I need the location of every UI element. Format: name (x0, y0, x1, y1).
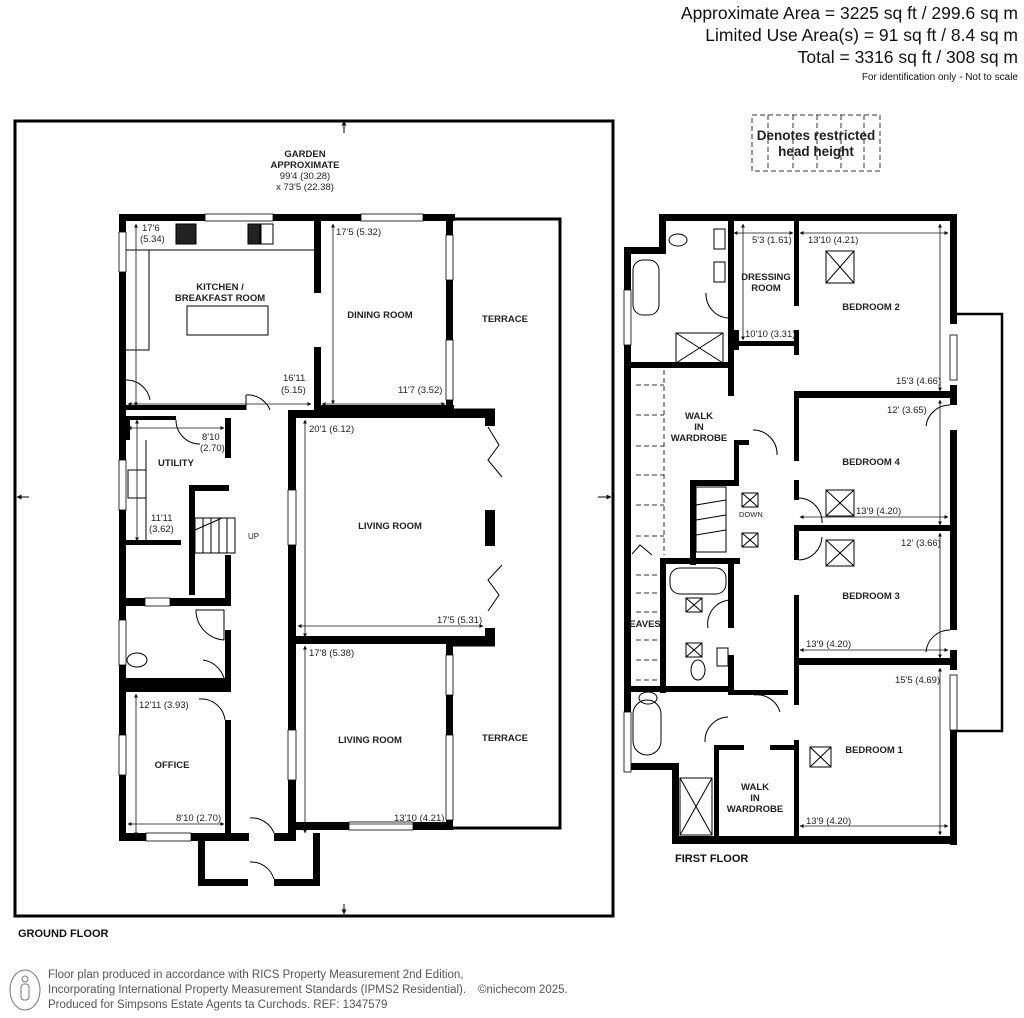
legend-line-1: Denotes restricted (757, 128, 876, 143)
garden-dim: 99'4 (30.28) (280, 171, 330, 182)
svg-text:WARDROBE: WARDROBE (727, 804, 783, 815)
room-utility: UTILITY (158, 458, 195, 469)
svg-text:12'11 (3.93): 12'11 (3.93) (139, 700, 189, 711)
room-office: OFFICE (155, 760, 190, 771)
stairs-up-label: UP (248, 532, 259, 541)
svg-text:11'11: 11'11 (151, 513, 173, 524)
room-living-2: LIVING ROOM (338, 735, 402, 746)
room-bedroom-3: BEDROOM 3 (842, 591, 900, 602)
svg-text:17'6: 17'6 (142, 223, 160, 234)
restricted-height-legend: Denotes restricted head height (751, 114, 881, 172)
total-area: Total = 3316 sq ft / 308 sq m (797, 47, 1018, 67)
svg-text:(3.62): (3.62) (149, 524, 174, 535)
svg-text:13'9 (4.20): 13'9 (4.20) (856, 506, 901, 517)
room-terrace-top: TERRACE (482, 314, 528, 325)
svg-text:ROOM: ROOM (751, 283, 781, 294)
svg-text:(2.70): (2.70) (200, 443, 225, 454)
svg-text:10'10 (3.31): 10'10 (3.31) (745, 329, 795, 340)
copyright: ©nichecom 2025. (478, 984, 568, 996)
room-dining: DINING ROOM (347, 310, 413, 321)
svg-text:20'1 (6.12): 20'1 (6.12) (309, 424, 354, 435)
person-info-icon (9, 969, 41, 1011)
svg-text:15'3 (4.66): 15'3 (4.66) (896, 376, 941, 387)
svg-text:13'10 (4.21): 13'10 (4.21) (394, 813, 444, 824)
svg-text:IN: IN (694, 422, 704, 433)
garden-label: GARDEN (284, 149, 325, 160)
first-floor: 5'3 (1.61) DRESSING ROOM 10'10 (3.31) 13… (623, 214, 1004, 865)
room-bedroom-4: BEDROOM 4 (842, 457, 900, 468)
svg-text:5'3 (1.61): 5'3 (1.61) (752, 235, 792, 246)
svg-text:BREAKFAST ROOM: BREAKFAST ROOM (175, 293, 265, 304)
room-living-1: LIVING ROOM (358, 521, 422, 532)
limited-use-area: Limited Use Area(s) = 91 sq ft / 8.4 sq … (705, 25, 1018, 45)
svg-text:(5.15): (5.15) (281, 385, 306, 396)
room-walk-in-wardrobe-2: WALK (741, 782, 769, 793)
room-dressing: DRESSING (741, 272, 791, 283)
svg-text:12' (3.65): 12' (3.65) (887, 405, 927, 416)
svg-text:13'9 (4.20): 13'9 (4.20) (806, 816, 851, 827)
svg-text:APPROXIMATE: APPROXIMATE (271, 160, 340, 171)
svg-text:11'7 (3.52): 11'7 (3.52) (398, 385, 442, 396)
svg-text:IN: IN (750, 793, 760, 804)
first-floor-title: FIRST FLOOR (675, 853, 748, 865)
ground-floor: GARDEN APPROXIMATE 99'4 (30.28) x 73'5 (… (13, 119, 615, 940)
svg-text:17'5 (5.31): 17'5 (5.31) (437, 615, 482, 626)
svg-text:17'8 (5.38): 17'8 (5.38) (309, 648, 354, 659)
ground-floor-title: GROUND FLOOR (18, 928, 108, 940)
room-terrace-bottom: TERRACE (482, 733, 528, 744)
garden-boundary (13, 119, 615, 918)
svg-text:8'10: 8'10 (202, 432, 220, 443)
svg-text:WARDROBE: WARDROBE (671, 433, 727, 444)
svg-text:x 73'5 (22.38): x 73'5 (22.38) (276, 182, 334, 193)
svg-text:17'5 (5.32): 17'5 (5.32) (336, 227, 381, 238)
room-eaves: EAVES (629, 619, 661, 630)
svg-text:13'10 (4.21): 13'10 (4.21) (808, 235, 858, 246)
legend-line-2: head height (778, 144, 854, 159)
svg-text:16'11: 16'11 (283, 373, 305, 384)
svg-text:15'5 (4.69): 15'5 (4.69) (895, 675, 940, 686)
approximate-area: Approximate Area = 3225 sq ft / 299.6 sq… (680, 3, 1018, 23)
footer-line-3: Produced for Simpsons Estate Agents ta C… (48, 999, 388, 1011)
room-bedroom-1: BEDROOM 1 (845, 745, 903, 756)
svg-text:(5.34): (5.34) (140, 234, 165, 245)
ground-walls (119, 214, 495, 886)
scale-note: For identification only - Not to scale (861, 72, 1018, 83)
footer-line-2: Incorporating International Property Mea… (48, 984, 467, 996)
area-summary: Approximate Area = 3225 sq ft / 299.6 sq… (681, 2, 1018, 83)
room-kitchen: KITCHEN / (196, 282, 244, 293)
stairs-down-label: DOWN (739, 510, 763, 519)
room-walk-in-wardrobe-1: WALK (685, 411, 713, 422)
svg-text:12' (3.66): 12' (3.66) (901, 538, 941, 549)
room-bedroom-2: BEDROOM 2 (842, 302, 900, 313)
svg-text:8'10 (2.70): 8'10 (2.70) (176, 813, 221, 824)
svg-text:13'9 (4.20): 13'9 (4.20) (806, 639, 851, 650)
footer-line-1: Floor plan produced in accordance with R… (48, 969, 464, 981)
footer: Floor plan produced in accordance with R… (8, 968, 568, 1013)
